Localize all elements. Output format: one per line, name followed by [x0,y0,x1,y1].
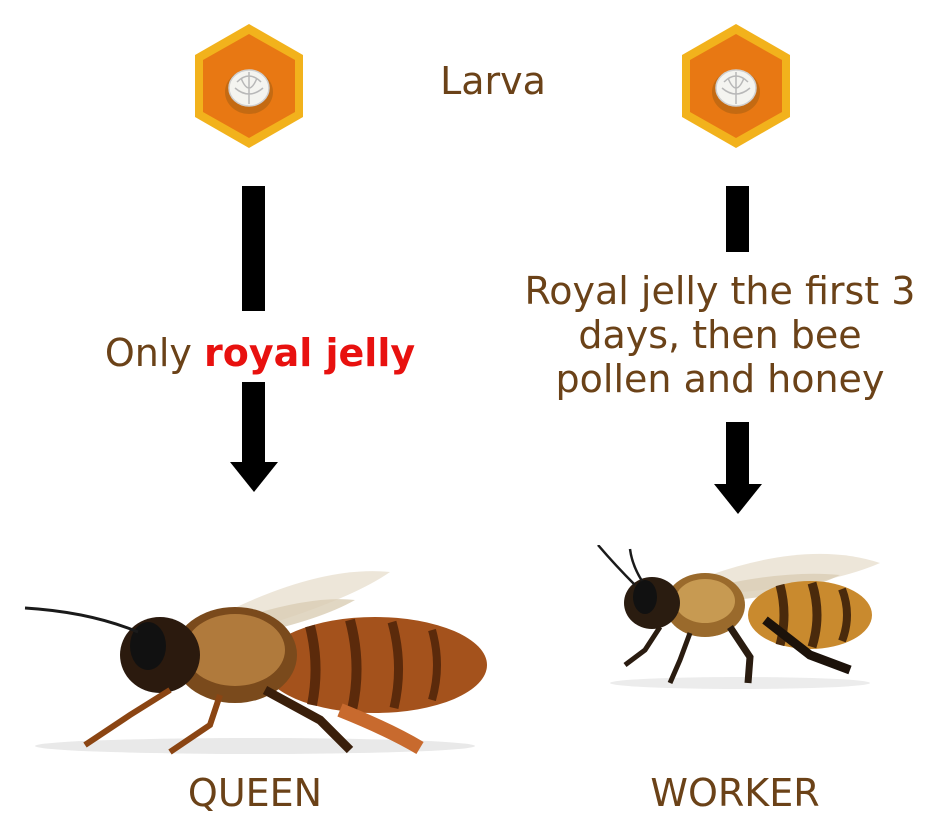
left-arrow-upper-bar [242,186,265,311]
right-path-line2: days, then bee [480,313,945,357]
worker-bee-image [590,545,890,695]
larva-hexagon-icon [185,22,313,150]
left-path-prefix: Only [105,331,204,375]
worker-label: WORKER [630,771,840,815]
right-path-line3: pollen and honey [480,357,945,401]
queen-bee-image [20,560,490,760]
right-path-line1: Royal jelly the first 3 [480,269,945,313]
queen-label: QUEEN [150,771,360,815]
left-path-label: Only royal jelly [60,331,460,375]
down-arrow-icon [228,382,280,494]
right-path-label: Royal jelly the first 3 days, then bee p… [480,269,945,401]
stage-label: Larva [393,59,593,103]
larva-hexagon-icon [672,22,800,150]
right-arrow-upper-bar [726,186,749,252]
royal-jelly-highlight: royal jelly [204,331,415,375]
down-arrow-icon [712,422,764,516]
